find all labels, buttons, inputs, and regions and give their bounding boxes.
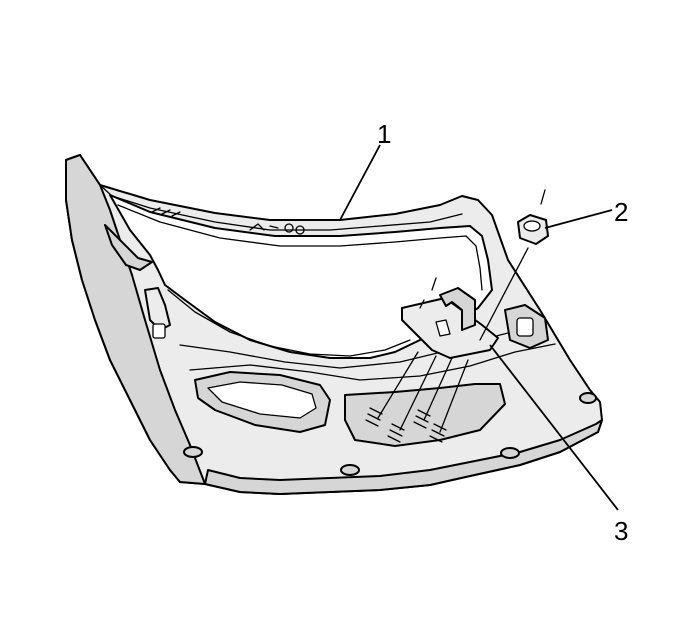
nut-bore — [523, 220, 541, 232]
panel-lower-channel-right — [344, 383, 506, 447]
panel-lower-channel-left-inner — [207, 381, 317, 419]
panel-window-rim — [117, 204, 483, 291]
leader-line-3 — [489, 344, 619, 511]
assembly-lines — [419, 189, 546, 341]
panel-left-gusset — [104, 224, 153, 271]
panel-assembly — [65, 154, 603, 495]
stud-threads-2 — [387, 423, 405, 443]
callout-2: 2 — [614, 197, 628, 227]
latch-bracket — [401, 287, 499, 359]
bracket-studs — [365, 351, 469, 443]
panel-cross-rib-2 — [189, 343, 556, 381]
leader-line-1 — [339, 144, 381, 221]
panel-window-rim-lower — [167, 289, 411, 357]
nut-part — [517, 214, 549, 245]
panel-top-brace — [99, 184, 463, 231]
callout-3: 3 — [614, 516, 628, 546]
panel-left-boss — [144, 287, 171, 331]
panel-right-slot — [516, 317, 534, 337]
panel-grommets — [183, 392, 597, 476]
panel-left-slot — [152, 323, 166, 339]
leader-lines — [339, 144, 619, 511]
panel-bottom-lip — [204, 419, 603, 495]
embossed-marks — [151, 207, 305, 235]
stud-threads-4 — [429, 423, 447, 443]
callout-1: 1 — [377, 119, 391, 149]
stud-threads-3 — [413, 409, 431, 429]
stud-threads-1 — [365, 407, 383, 427]
leader-line-2 — [544, 209, 613, 229]
latch-bracket-slot — [435, 319, 451, 337]
latch-bracket-hook — [439, 287, 476, 331]
